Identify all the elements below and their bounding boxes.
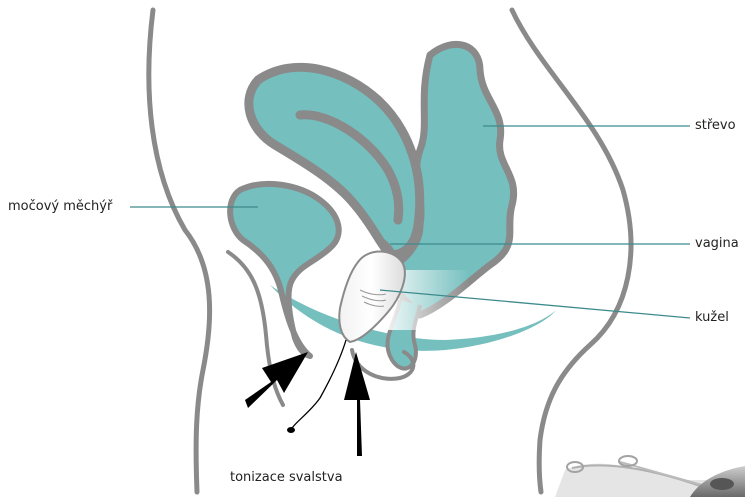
body-outline-back	[512, 10, 631, 492]
cone-product-photo	[555, 456, 745, 497]
body-outline-front	[149, 10, 210, 492]
arrow-left	[245, 352, 308, 408]
label-muscles: tonizace svalstva	[230, 470, 343, 485]
label-cone: kužel	[695, 310, 729, 325]
label-bladder: močový měchýř	[8, 199, 112, 214]
arrow-right	[344, 352, 370, 456]
label-bowel: střevo	[695, 118, 736, 133]
label-vagina: vagina	[695, 236, 739, 251]
cone-string-end	[287, 427, 295, 433]
